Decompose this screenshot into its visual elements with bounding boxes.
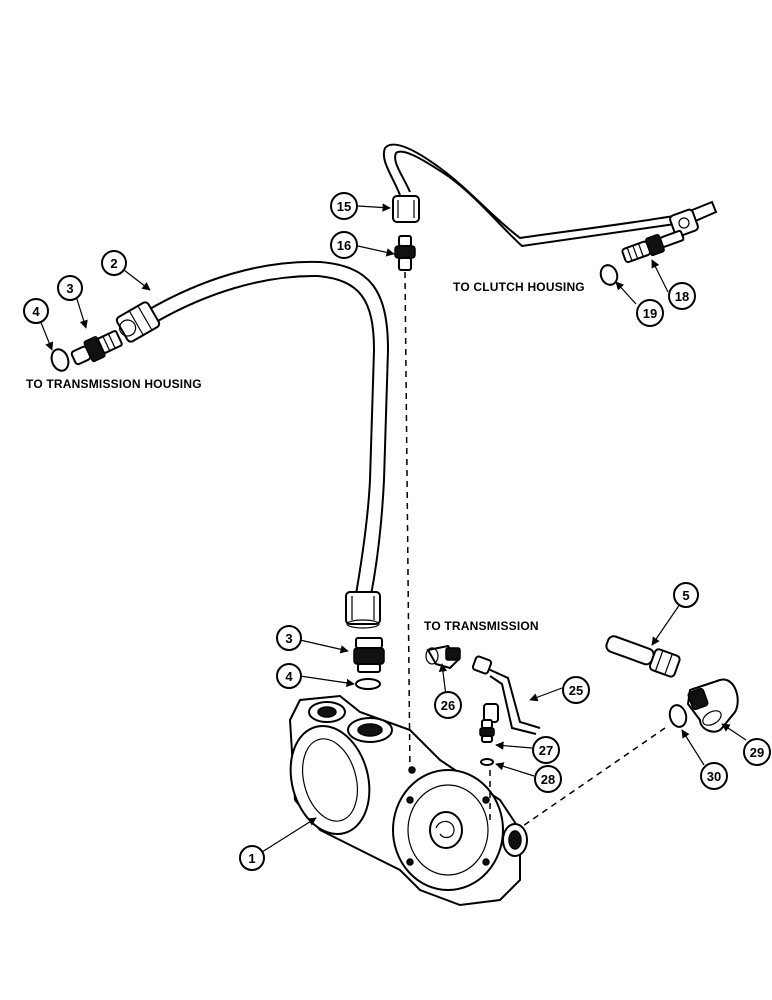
callout-27: 27: [532, 736, 560, 764]
svg-text:3: 3: [285, 631, 292, 646]
callout-4-middle: 4: [276, 663, 302, 689]
nut-15: [392, 195, 420, 223]
svg-text:16: 16: [337, 238, 351, 253]
fitting-18: [621, 229, 685, 264]
svg-text:4: 4: [32, 304, 40, 319]
oring-28: [480, 758, 494, 766]
callout-15: 15: [330, 192, 358, 220]
callout-30: 30: [700, 762, 728, 790]
dashed-guides: [404, 271, 666, 829]
svg-text:1: 1: [248, 851, 255, 866]
callout-4-top: 4: [23, 298, 49, 324]
svg-text:18: 18: [675, 289, 689, 304]
label-transmission: TO TRANSMISSION: [424, 619, 539, 633]
callout-3-middle: 3: [276, 625, 302, 651]
callout-26: 26: [434, 691, 462, 719]
fitting-16: [394, 235, 416, 271]
svg-text:2: 2: [110, 256, 117, 271]
fitting-27: [479, 719, 495, 743]
callout-18: 18: [668, 282, 696, 310]
elbow-29: [686, 678, 739, 733]
callout-16: 16: [330, 231, 358, 259]
svg-text:26: 26: [441, 698, 455, 713]
fitting-3-top: [70, 330, 123, 366]
svg-text:30: 30: [707, 769, 721, 784]
callout-1: 1: [239, 845, 265, 871]
tube-2-nut-bottom: [345, 591, 381, 629]
tube-25: [471, 655, 541, 735]
callout-5: 5: [673, 582, 699, 608]
clutch-tube-nut: [669, 208, 699, 238]
svg-text:29: 29: [750, 745, 764, 760]
svg-text:25: 25: [569, 683, 583, 698]
tube-5: [605, 635, 681, 678]
svg-text:5: 5: [682, 588, 689, 603]
fitting-3-middle: [353, 637, 385, 673]
oring-19: [599, 264, 619, 286]
leader-arrows: [39, 203, 747, 853]
svg-text:3: 3: [66, 281, 73, 296]
housing-1: [288, 694, 528, 907]
tube-2-nut-top: [115, 301, 161, 343]
svg-text:19: 19: [643, 306, 657, 321]
oring-4-middle: [355, 678, 381, 690]
callout-19: 19: [636, 299, 664, 327]
callout-25: 25: [562, 676, 590, 704]
callout-2: 2: [101, 250, 127, 276]
tube-2: [147, 260, 390, 601]
label-transmission-housing: TO TRANSMISSION HOUSING: [26, 377, 202, 391]
callout-3-top: 3: [57, 275, 83, 301]
svg-text:4: 4: [285, 669, 293, 684]
clutch-tube: [382, 143, 718, 248]
svg-text:27: 27: [539, 743, 553, 758]
oring-30: [668, 704, 688, 728]
elbow-26: [425, 644, 461, 670]
callout-29: 29: [743, 738, 771, 766]
svg-text:15: 15: [337, 199, 351, 214]
oring-4-top: [50, 348, 70, 372]
svg-text:28: 28: [541, 772, 555, 787]
label-clutch-housing: TO CLUTCH HOUSING: [453, 280, 585, 294]
callout-28: 28: [534, 765, 562, 793]
